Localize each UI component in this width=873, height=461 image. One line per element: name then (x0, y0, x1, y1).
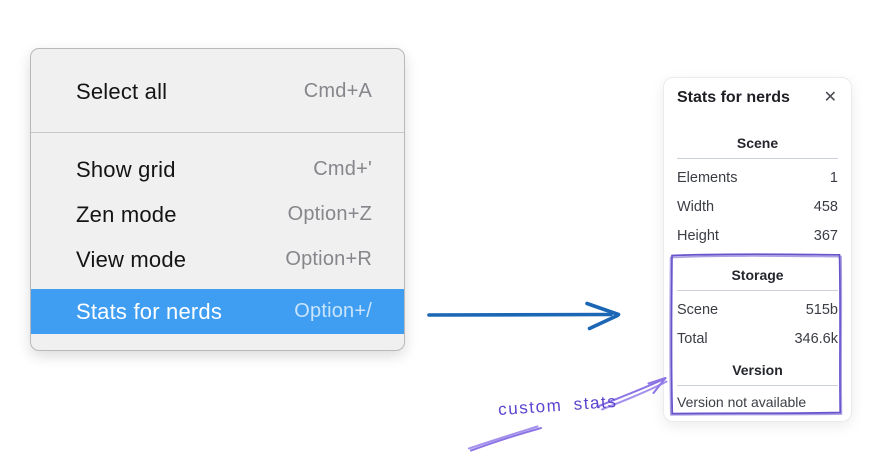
menu-item-shortcut: Option+Z (287, 203, 372, 225)
menu-item-select-all[interactable]: Select all Cmd+A (31, 69, 404, 114)
annotation-custom-stats-label: custom stats (497, 391, 619, 420)
annotation-underline (468, 425, 542, 452)
stat-label: Height (677, 228, 719, 244)
stat-value: 515b (805, 302, 838, 318)
section-rule (677, 385, 838, 386)
menu-item-shortcut: Option+R (285, 248, 372, 270)
section-header-scene: Scene (736, 135, 779, 151)
stat-label: Total (677, 331, 708, 347)
menu-item-shortcut: Option+/ (294, 300, 372, 322)
menu-divider (31, 132, 404, 133)
stat-row-height: Height 367 (677, 225, 838, 247)
section-header-version: Version (732, 362, 783, 378)
stats-panel-title: Stats for nerds (677, 89, 790, 106)
stats-panel: Stats for nerds ✕ Scene Elements 1 Width… (663, 77, 852, 422)
stats-panel-titlebar: Stats for nerds ✕ (677, 88, 838, 108)
menu-item-shortcut: Cmd+' (313, 158, 372, 180)
blue-arrow (427, 301, 621, 331)
menu-item-label: Stats for nerds (76, 298, 223, 324)
menu-item-label: Show grid (76, 156, 176, 182)
section-header-storage: Storage (731, 267, 784, 283)
stat-label: Elements (677, 170, 738, 186)
menu-item-label: View mode (76, 246, 187, 272)
context-menu: Select all Cmd+A Show grid Cmd+' Zen mod… (30, 48, 405, 351)
stat-value: 1 (829, 170, 838, 186)
menu-item-view-mode[interactable]: View mode Option+R (31, 237, 404, 282)
menu-item-label: Select all (76, 78, 168, 104)
stat-row-total-storage: Total 346.6k (677, 328, 838, 350)
stat-row-elements: Elements 1 (677, 167, 838, 189)
stat-value: 346.6k (794, 331, 838, 347)
stat-value: 367 (813, 228, 838, 244)
stat-row-width: Width 458 (677, 196, 838, 218)
menu-item-shortcut: Cmd+A (303, 80, 372, 102)
close-icon[interactable]: ✕ (823, 89, 837, 106)
menu-item-stats-for-nerds[interactable]: Stats for nerds Option+/ (31, 289, 404, 334)
stat-row-scene-storage: Scene 515b (677, 299, 838, 321)
menu-item-show-grid[interactable]: Show grid Cmd+' (31, 147, 404, 192)
section-rule (677, 290, 838, 291)
stat-label: Width (677, 199, 715, 215)
stat-value: 458 (813, 199, 838, 215)
section-rule (677, 158, 838, 159)
menu-item-zen-mode[interactable]: Zen mode Option+Z (31, 192, 404, 237)
stat-label: Scene (677, 302, 719, 318)
menu-item-label: Zen mode (76, 201, 177, 227)
version-status-text: Version not available (677, 394, 807, 410)
